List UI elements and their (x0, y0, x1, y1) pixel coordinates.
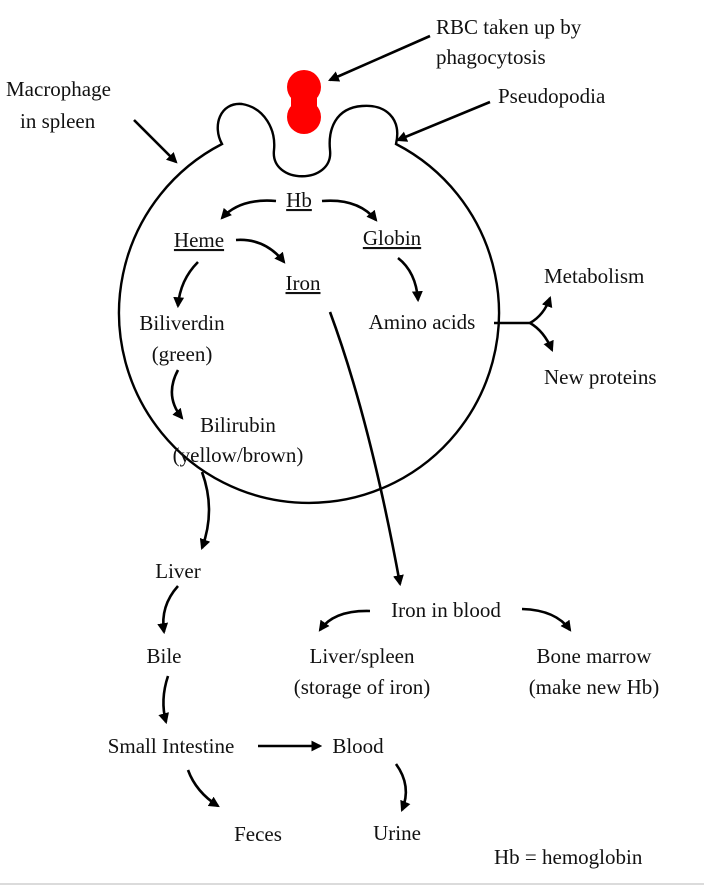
globin-to-amino-acids-arrow (397, 256, 423, 303)
metabolism-label: Metabolism (544, 264, 644, 288)
amino-acids-label: Amino acids (369, 310, 476, 334)
small-intestine-to-feces-arrow (186, 769, 220, 808)
rbc-icon (287, 70, 321, 134)
macrophage-label-line2: in spleen (20, 109, 96, 133)
to-metabolism-arrow (529, 295, 553, 325)
heme-to-iron-arrow (235, 238, 286, 264)
liver-label: Liver (155, 559, 200, 583)
feces-label: Feces (234, 822, 282, 846)
iron-blood-to-liver-spleen-arrow (318, 609, 371, 632)
bilirubin-to-liver-arrow (199, 471, 211, 551)
bilirubin-label-line1: Bilirubin (200, 413, 276, 437)
rbc-callout-label-line2: phagocytosis (436, 45, 546, 69)
macrophage-label-line1: Macrophage (6, 77, 111, 101)
bilirubin-label-line2: (yellow/brown) (173, 443, 304, 467)
hb-to-heme-arrow (220, 199, 277, 220)
biliverdin-label-line1: Biliverdin (139, 311, 225, 335)
liver-to-bile-arrow (157, 585, 179, 635)
macrophage-outline (117, 102, 501, 505)
iron-label: Iron (286, 271, 321, 295)
rbc-callout-label-line1: RBC taken up by (436, 15, 582, 39)
biliverdin-label-line2: (green) (152, 342, 213, 366)
new-proteins-label: New proteins (544, 365, 657, 389)
urine-label: Urine (373, 821, 421, 845)
iron-blood-to-bone-marrow-arrow (521, 607, 572, 632)
heme-to-biliverdin-arrow (173, 261, 199, 309)
biliverdin-to-bilirubin-arrow (170, 369, 184, 420)
pseudopodia-callout-arrow (395, 100, 491, 142)
hb-to-globin-arrow (321, 199, 378, 222)
bone-marrow-label-line1: Bone marrow (537, 644, 653, 668)
pseudopodia-label: Pseudopodia (498, 84, 606, 108)
hb-label: Hb (286, 188, 312, 212)
blood-to-urine-arrow (394, 763, 411, 813)
macrophage-callout-arrow (133, 119, 178, 164)
bone-marrow-label-line2: (make new Hb) (529, 675, 660, 699)
iron-to-blood-arrow (328, 311, 404, 587)
iron-in-blood-label: Iron in blood (391, 598, 501, 622)
liver-spleen-label-line2: (storage of iron) (294, 675, 430, 699)
to-new-proteins-arrow (529, 321, 554, 353)
legend-label: Hb = hemoglobin (494, 845, 643, 869)
heme-label: Heme (174, 228, 224, 252)
small-intestine-label: Small Intestine (108, 734, 235, 758)
bile-label: Bile (147, 644, 182, 668)
liver-spleen-label-line1: Liver/spleen (310, 644, 415, 668)
bile-to-small-intestine-arrow (158, 675, 170, 725)
globin-label: Globin (363, 226, 422, 250)
rbc-callout-arrow (328, 34, 431, 82)
blood-label: Blood (332, 734, 384, 758)
